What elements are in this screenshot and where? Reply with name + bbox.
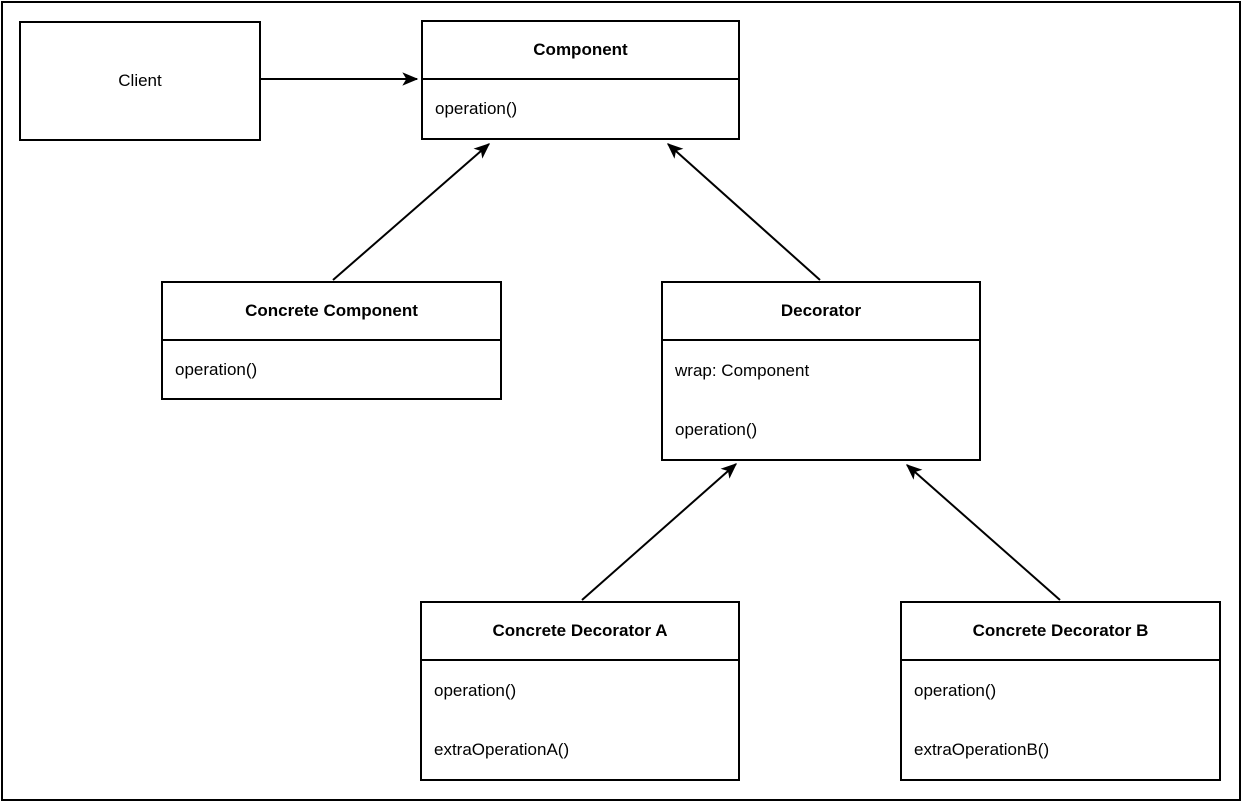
- node-concrete-decorator-b-title: Concrete Decorator B: [902, 603, 1219, 661]
- node-component-title: Component: [423, 22, 738, 80]
- node-decorator-body: wrap: Component operation(): [663, 341, 979, 459]
- node-decorator: Decorator wrap: Component operation(): [661, 281, 981, 461]
- node-concrete-component-body: operation(): [163, 341, 500, 398]
- member-operation: operation(): [434, 680, 517, 700]
- member-extra-operation-a: extraOperationA(): [434, 739, 570, 759]
- node-client: Client: [19, 21, 261, 141]
- node-component-body: operation(): [423, 80, 738, 138]
- member-operation: operation(): [175, 359, 258, 379]
- node-concrete-component-title: Concrete Component: [163, 283, 500, 341]
- edge-concrete-decorator-b-to-decorator: [906, 464, 1061, 601]
- member-operation: operation(): [914, 680, 997, 700]
- member-operation: operation(): [435, 99, 518, 118]
- edge-decorator-to-component: [667, 143, 821, 281]
- member-operation: operation(): [675, 419, 758, 439]
- node-concrete-decorator-b: Concrete Decorator B operation() extraOp…: [900, 601, 1221, 781]
- node-client-label: Client: [118, 71, 162, 90]
- member-extra-operation-b: extraOperationB(): [914, 739, 1050, 759]
- node-concrete-decorator-a: Concrete Decorator A operation() extraOp…: [420, 601, 740, 781]
- node-concrete-decorator-b-body: operation() extraOperationB(): [902, 661, 1219, 779]
- member-wrap-component: wrap: Component: [675, 360, 810, 380]
- node-decorator-title: Decorator: [663, 283, 979, 341]
- edge-concrete-decorator-a-to-decorator: [581, 463, 737, 601]
- node-concrete-component: Concrete Component operation(): [161, 281, 502, 400]
- node-concrete-decorator-a-title: Concrete Decorator A: [422, 603, 738, 661]
- edge-concrete-component-to-component: [332, 143, 491, 281]
- node-concrete-decorator-a-body: operation() extraOperationA(): [422, 661, 738, 779]
- node-component: Component operation(): [421, 20, 740, 140]
